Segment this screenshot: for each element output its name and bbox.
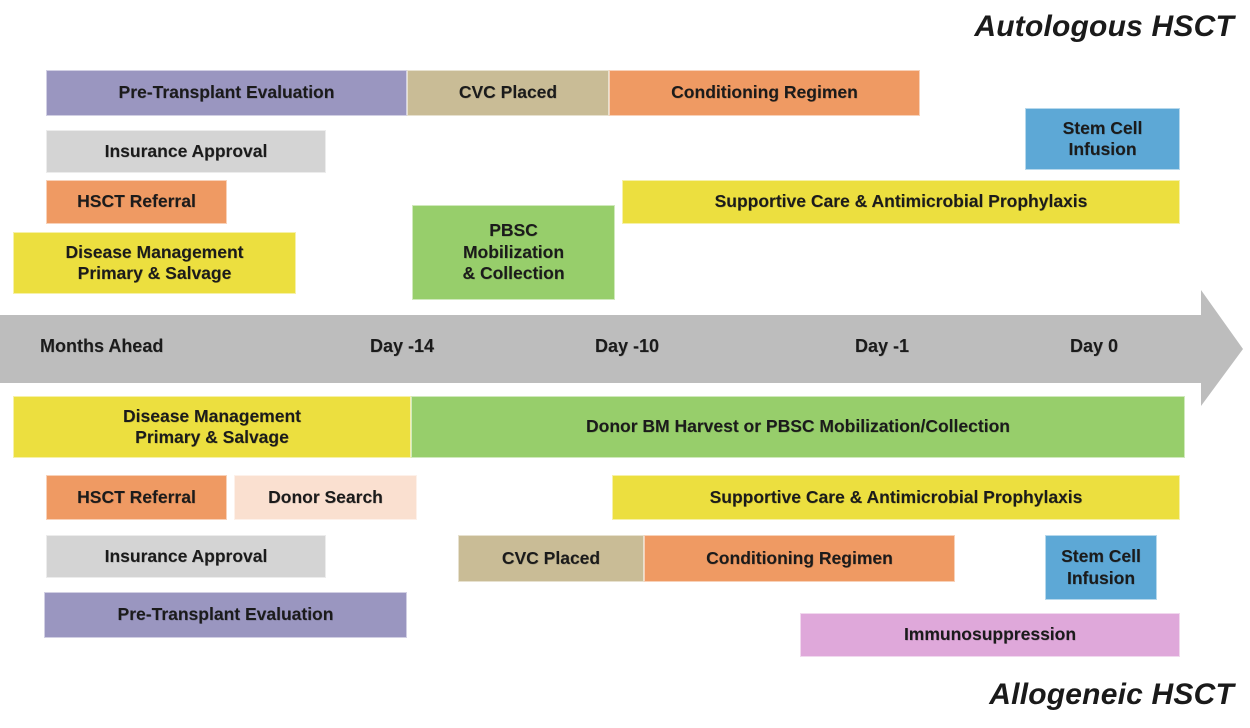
bar-supportive-care-allogeneic: Supportive Care & Antimicrobial Prophyla… [612, 475, 1180, 520]
bar-label: HSCT Referral [77, 486, 196, 507]
bar-label: Supportive Care & Antimicrobial Prophyla… [714, 191, 1088, 212]
bar-label-line1: Disease Management [123, 405, 301, 426]
allogeneic-title: Allogeneic HSCT [989, 678, 1234, 711]
bar-label: HSCT Referral [77, 191, 196, 212]
bar-label: Pre-Transplant Evaluation [117, 604, 334, 625]
bar-label-line1: Stem Cell [1062, 117, 1143, 138]
bar-label: Supportive Care & Antimicrobial Prophyla… [709, 486, 1083, 507]
bar-label: CVC Placed [501, 547, 601, 568]
bar-label: Conditioning Regimen [706, 547, 893, 568]
timeline-tick-label-2: Day -10 [595, 336, 660, 356]
bar-stem-cell-infusion-autologous: Stem Cell Infusion [1025, 108, 1180, 170]
bar-label-line3: & Collection [462, 263, 565, 284]
bar-label-line2: Mobilization [462, 241, 565, 262]
bar-donor-search-allogeneic: Donor Search [234, 475, 417, 520]
timeline-tick-label-1: Day -14 [370, 336, 435, 356]
bar-pre-transplant-evaluation-autologous: Pre-Transplant Evaluation [46, 70, 407, 116]
bar-label: Conditioning Regimen [671, 82, 858, 103]
bar-label-line2: Infusion [1066, 567, 1136, 588]
bar-cvc-placed-autologous: CVC Placed [407, 70, 609, 116]
timeline-tick-label-0: Months Ahead [40, 336, 164, 356]
bar-label-line2: Infusion [1068, 139, 1137, 159]
bar-label-line1: Disease Management [65, 241, 244, 262]
timeline-tick-label-3: Day -1 [855, 336, 910, 356]
bar-pre-transplant-evaluation-allogeneic: Pre-Transplant Evaluation [44, 592, 407, 638]
bar-label: Insurance Approval [104, 545, 268, 566]
bar-immunosuppression-allogeneic: Immunosuppression [800, 613, 1180, 657]
timeline-axis: Months Ahead Day -14 Day -10 Day -1 Day … [0, 288, 1250, 408]
bar-label-line1: Stem Cell [1061, 546, 1141, 567]
bar-insurance-approval-allogeneic: Insurance Approval [46, 535, 326, 578]
bar-cvc-placed-allogeneic: CVC Placed [458, 535, 644, 582]
bar-insurance-approval-autologous: Insurance Approval [46, 130, 326, 173]
timeline-tick-label-4: Day 0 [1070, 336, 1119, 356]
bar-disease-management-allogeneic: Disease Management Primary & Salvage [13, 396, 411, 458]
bar-label: Donor BM Harvest or PBSC Mobilization/Co… [586, 416, 1010, 437]
bar-pbsc-mobilization-collection-autologous: PBSC Mobilization & Collection [412, 205, 615, 300]
bar-hsct-referral-allogeneic: HSCT Referral [46, 475, 227, 520]
timeline-arrow-icon [0, 290, 1243, 406]
bar-supportive-care-autologous: Supportive Care & Antimicrobial Prophyla… [622, 180, 1180, 224]
bar-conditioning-regimen-autologous: Conditioning Regimen [609, 70, 920, 116]
bar-donor-bm-harvest-allogeneic: Donor BM Harvest or PBSC Mobilization/Co… [411, 396, 1185, 458]
bar-label: CVC Placed [458, 82, 558, 103]
bar-hsct-referral-autologous: HSCT Referral [46, 180, 227, 224]
bar-stem-cell-infusion-allogeneic: Stem Cell Infusion [1045, 535, 1157, 600]
bar-label-line2: Primary & Salvage [135, 427, 289, 447]
bar-label: Pre-Transplant Evaluation [118, 82, 335, 103]
bar-label: Immunosuppression [903, 624, 1077, 645]
bar-disease-management-autologous: Disease Management Primary & Salvage [13, 232, 296, 294]
autologous-title: Autologous HSCT [974, 10, 1234, 43]
bar-label-line2: Primary & Salvage [77, 263, 232, 283]
bar-label-line1: PBSC [489, 220, 538, 241]
bar-conditioning-regimen-allogeneic: Conditioning Regimen [644, 535, 955, 582]
bar-label: Insurance Approval [104, 140, 268, 161]
bar-label: Donor Search [268, 486, 383, 507]
